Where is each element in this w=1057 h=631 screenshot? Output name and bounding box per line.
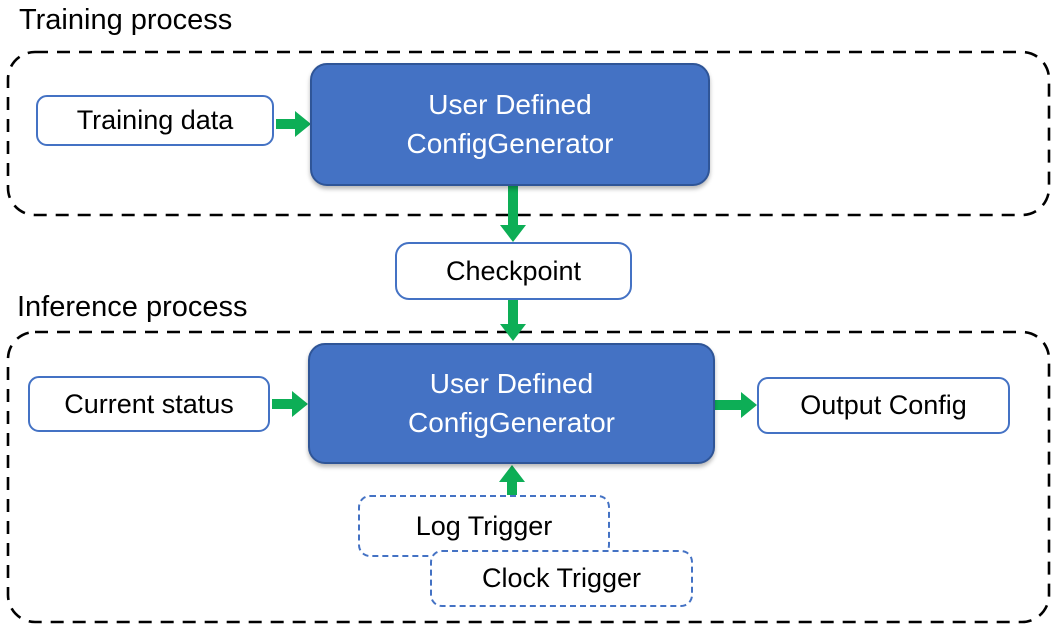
log-trigger-label: Log Trigger [415, 510, 553, 541]
current-status-label: Current status [64, 388, 234, 419]
training-generator-box: User Defined ConfigGenerator [310, 63, 710, 186]
arrow-training-data-to-generator [276, 111, 311, 137]
log-trigger-box: Log Trigger [358, 495, 610, 557]
inference-generator-label-line2: ConfigGenerator [407, 406, 615, 438]
arrow-checkpoint-to-generator [500, 300, 526, 341]
arrow-generator-to-output-config [715, 392, 757, 418]
training-data-label: Training data [76, 105, 234, 135]
clock-trigger-box: Clock Trigger [430, 550, 693, 607]
training-process-title: Training process [19, 4, 233, 36]
inference-process-title: Inference process [17, 291, 248, 323]
current-status-box: Current status [28, 376, 270, 432]
arrow-generator-to-checkpoint [500, 186, 526, 242]
arrow-log-trigger-to-generator [499, 465, 525, 496]
checkpoint-box: Checkpoint [395, 242, 632, 300]
training-process-container [6, 50, 1051, 217]
inference-generator-box: User Defined ConfigGenerator [308, 343, 715, 464]
arrow-current-status-to-generator [272, 391, 308, 417]
output-config-label: Output Config [800, 390, 967, 420]
inference-generator-label-line1: User Defined [429, 368, 594, 400]
training-data-box: Training data [36, 95, 274, 146]
output-config-box: Output Config [757, 377, 1010, 434]
inference-process-container [6, 330, 1051, 624]
clock-trigger-label: Clock Trigger [481, 563, 642, 593]
checkpoint-label: Checkpoint [445, 255, 582, 286]
training-generator-label-line1: User Defined [428, 89, 592, 121]
training-generator-label-line2: ConfigGenerator [406, 127, 614, 159]
